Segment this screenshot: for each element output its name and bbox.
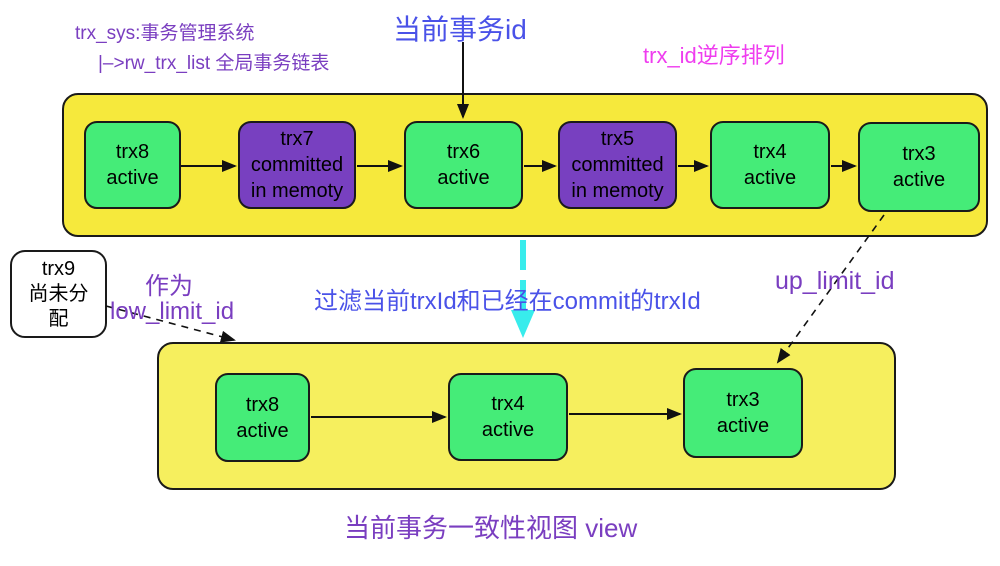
- view-node-trx8-active: trx8 active: [215, 373, 310, 462]
- up-limit-id-label: up_limit_id: [775, 267, 895, 295]
- node-trx5-committed: trx5 committed in memoty: [558, 121, 677, 209]
- trx-id-order-label: trx_id逆序排列: [643, 43, 785, 68]
- low-limit-id-label: low_limit_id: [110, 298, 235, 325]
- view-node-trx3-active: trx3 active: [683, 368, 803, 458]
- node-trx6-active: trx6 active: [404, 121, 523, 209]
- node-trx8-active: trx8 active: [84, 121, 181, 209]
- filter-label: 过滤当前trxId和已经在commit的trxId: [314, 288, 701, 315]
- node-trx7-committed: trx7 committed in memoty: [238, 121, 356, 209]
- as-label: 作为: [145, 273, 193, 300]
- view-caption: 当前事务一致性视图 view: [344, 513, 638, 543]
- view-node-trx4-active: trx4 active: [448, 373, 568, 461]
- trx-sys-label: trx_sys:事务管理系统: [75, 23, 255, 44]
- node-trx4-active: trx4 active: [710, 121, 830, 209]
- node-trx9-unallocated: trx9 尚未分配: [10, 250, 107, 338]
- current-trx-id-label: 当前事务id: [393, 14, 527, 45]
- node-trx3-active: trx3 active: [858, 122, 980, 212]
- rw-trx-list-container: [62, 93, 988, 237]
- rw-trx-list-label: |–>rw_trx_list 全局事务链表: [98, 53, 330, 74]
